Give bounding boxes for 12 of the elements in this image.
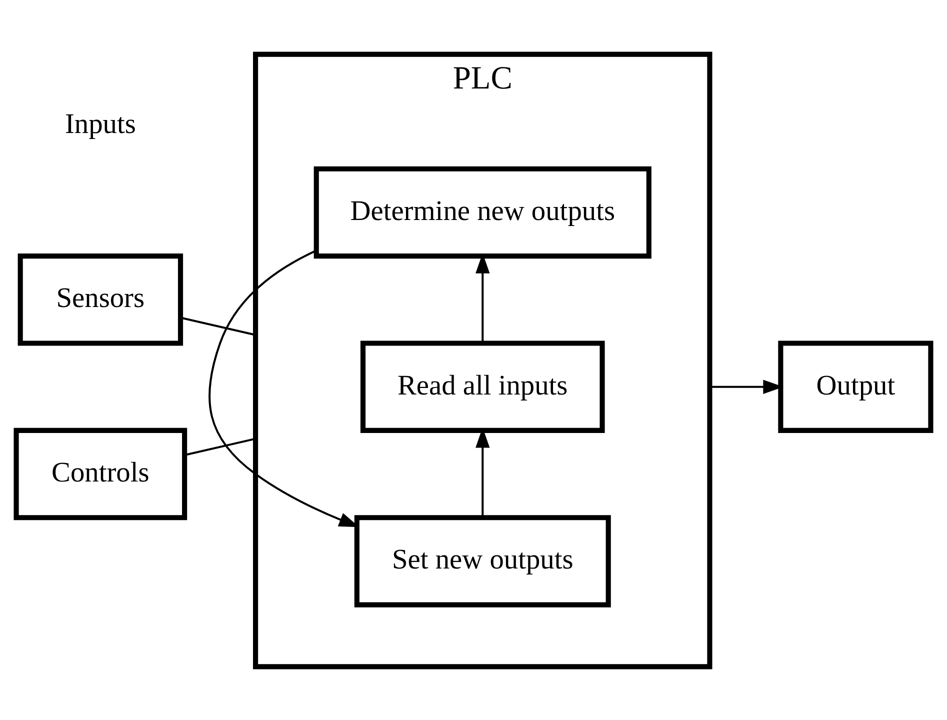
node-box: Sensors xyxy=(18,253,184,346)
node-box: Set new outputs xyxy=(354,514,611,607)
arrow xyxy=(476,427,490,516)
arrow xyxy=(710,379,784,394)
node-box: Output xyxy=(778,340,934,432)
label: Inputs xyxy=(64,108,136,140)
node-box: Determine new outputs xyxy=(314,166,652,258)
node-box: Controls xyxy=(14,427,188,520)
connector xyxy=(180,316,256,336)
node-box: Read all inputs xyxy=(360,340,605,432)
arrow xyxy=(476,252,490,342)
connector xyxy=(185,437,256,456)
